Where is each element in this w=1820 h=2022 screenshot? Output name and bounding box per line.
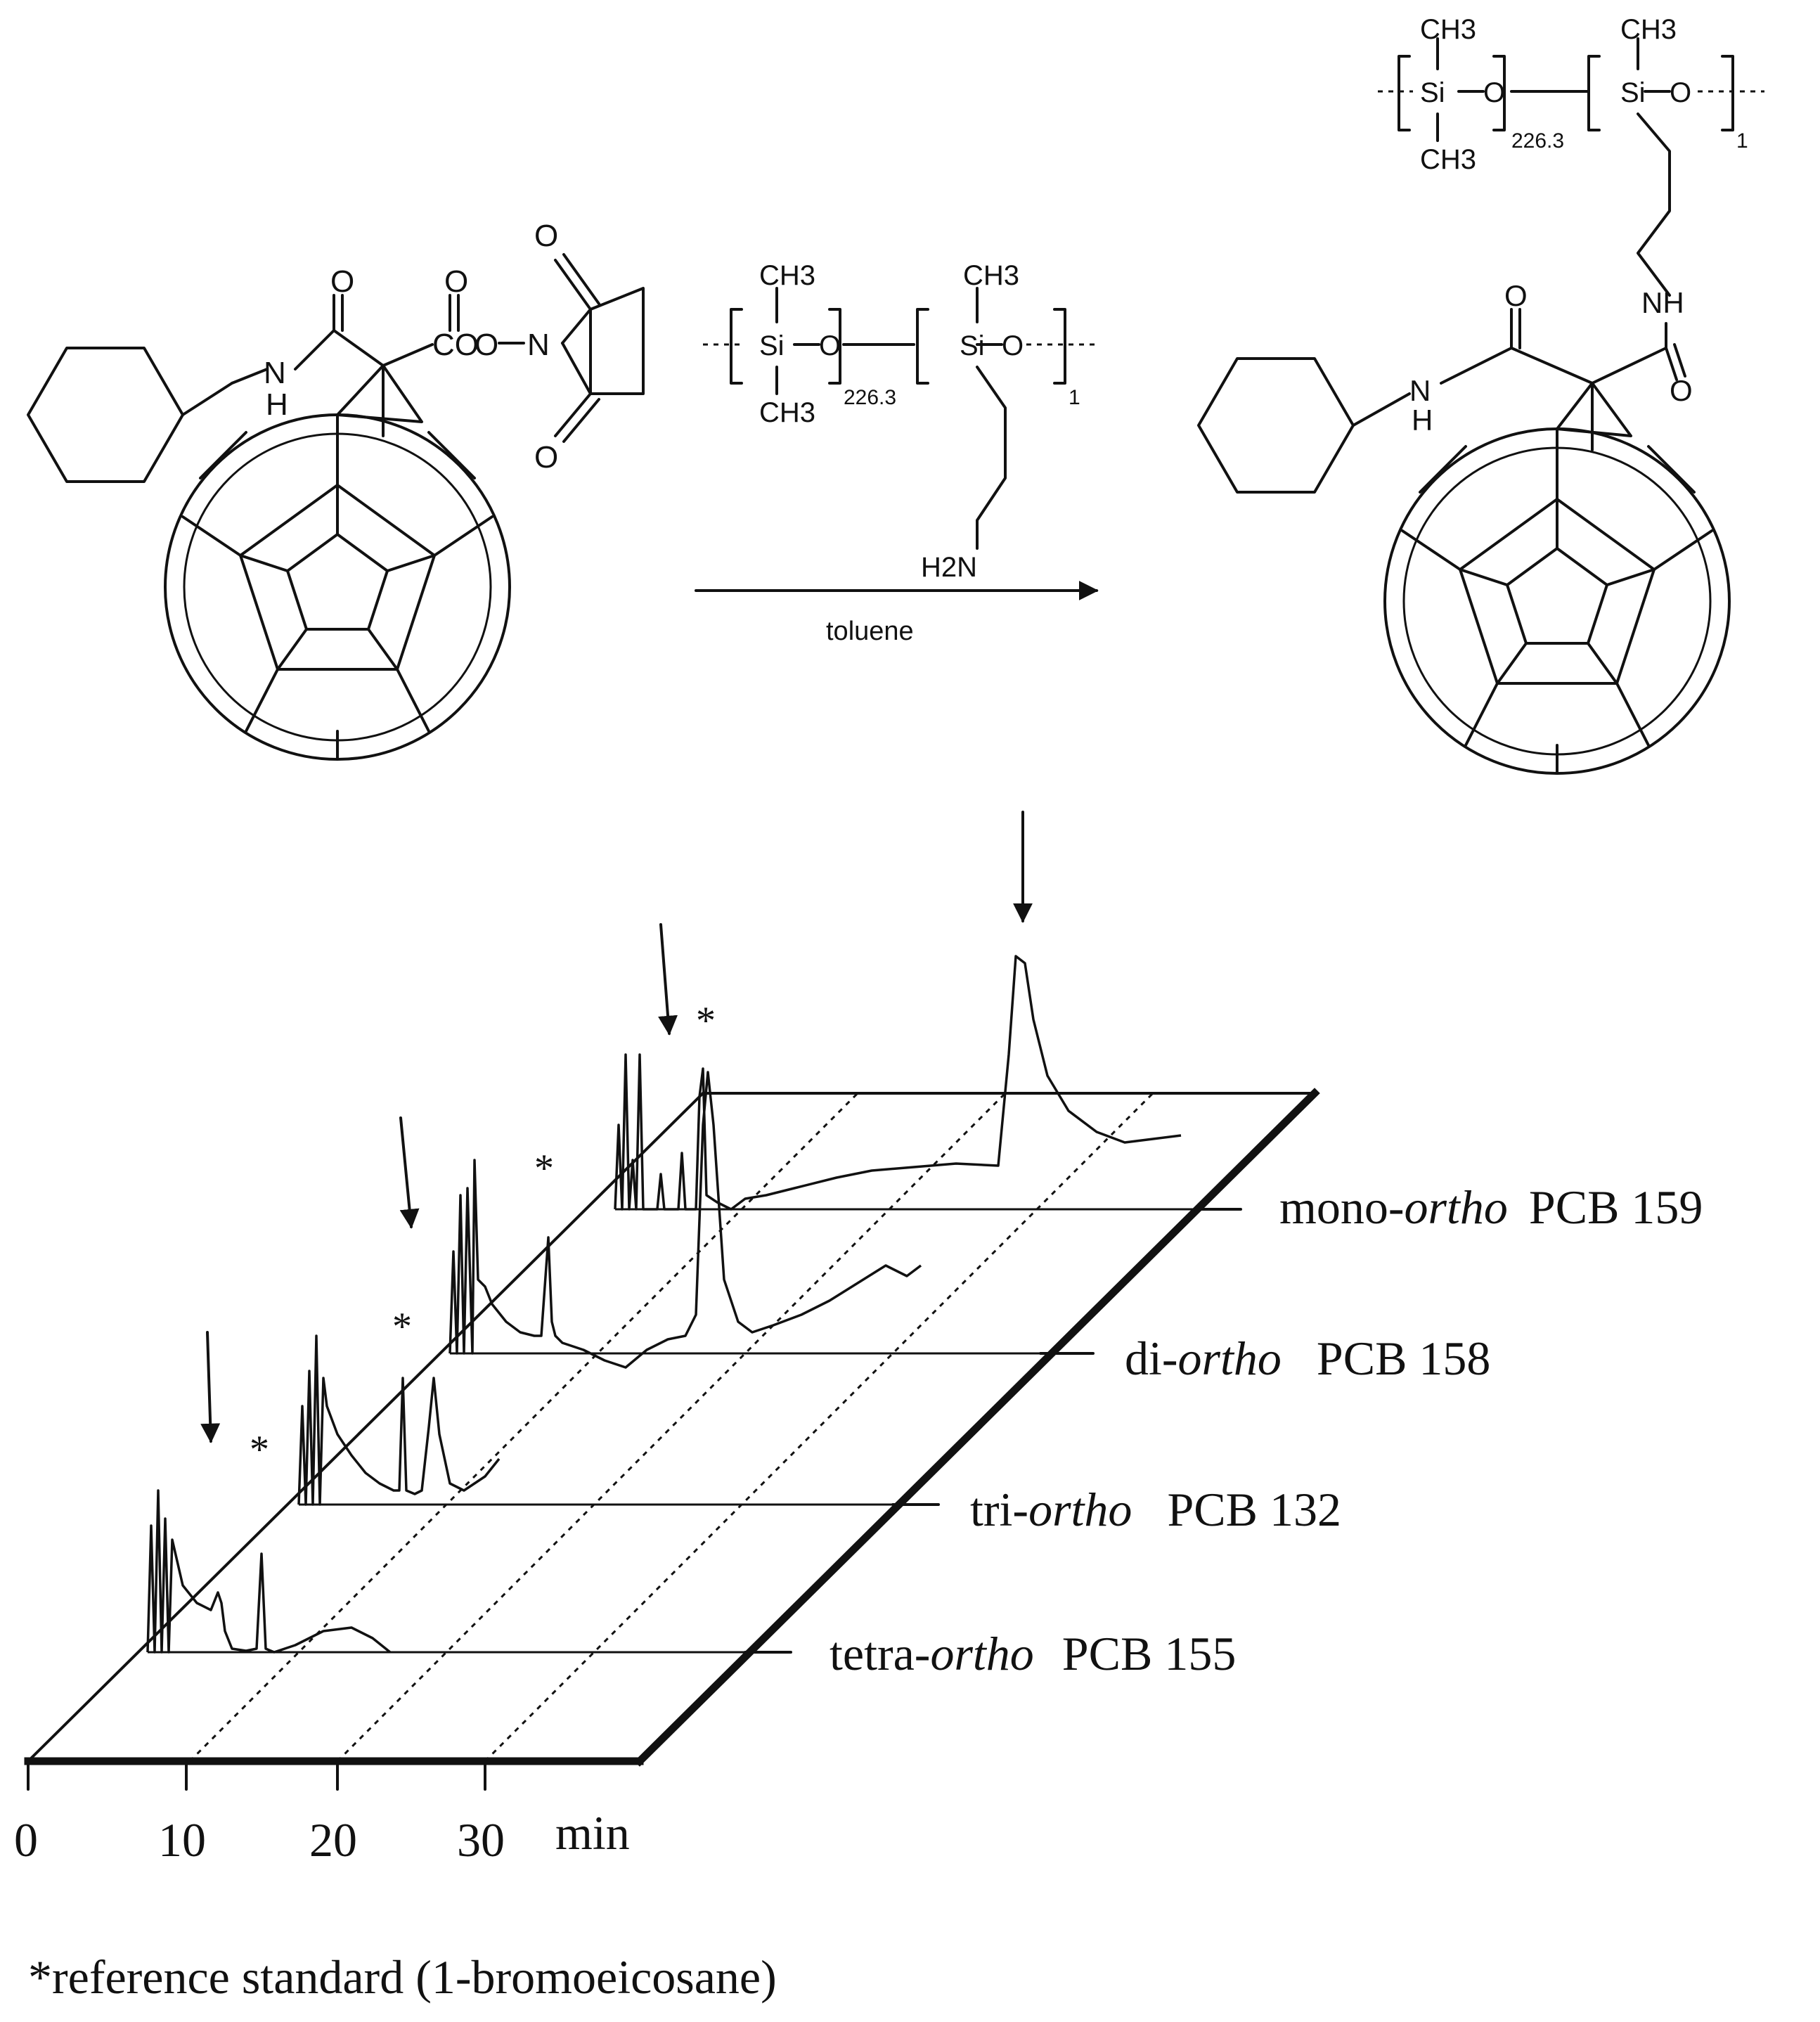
product-ch3-top: CH3 (1420, 14, 1476, 45)
reagent-si: Si (759, 330, 785, 361)
peak-arrows (200, 811, 1033, 1443)
reference-footnote: *reference standard (1-bromoeicosane) (28, 1950, 777, 2004)
product-ch3-bottom: CH3 (1420, 144, 1476, 175)
product-nh-h: H (1412, 404, 1433, 437)
product-amide-nh: NH (1641, 286, 1684, 319)
reactant-nh-label: N (264, 356, 286, 390)
cyclopropane-bridge (336, 364, 423, 437)
product-nh-label: N (1409, 374, 1431, 407)
reactant-ester-link-o: O (475, 328, 498, 362)
reagent-ch3-bottom: CH3 (759, 397, 815, 428)
trace-mono-ortho (614, 955, 1182, 1211)
reactant-succinimide-o-top: O (534, 219, 558, 253)
ref-marker-tri: * (392, 1305, 412, 1348)
product-repeat-m: 1 (1736, 129, 1748, 153)
product-amide-o-left: O (1504, 279, 1528, 312)
time-axis: 0 10 20 30 min (14, 1760, 630, 1867)
ref-marker-tetra: * (250, 1428, 269, 1472)
plot-frame (24, 1088, 1320, 1767)
tick-label-10: 10 (158, 1813, 206, 1867)
reagent-ch3-top: CH3 (759, 260, 815, 291)
trace-tri-ortho (297, 1334, 501, 1506)
product-si: Si (1420, 77, 1445, 108)
trace-tetra-ortho (146, 1489, 392, 1654)
reactant-nh-h: H (266, 387, 288, 422)
reactant-structure: O O N H CO O N O O (27, 219, 645, 761)
reaction-condition: toluene (826, 617, 914, 646)
reagent-ch3-top-2: CH3 (963, 260, 1019, 291)
arrow-di (658, 923, 678, 1036)
reagent-repeat-m: 1 (1069, 386, 1080, 409)
product-si-2: Si (1620, 77, 1646, 108)
tick-label-30: 30 (457, 1813, 505, 1867)
reagent-o-2: O (1002, 330, 1024, 361)
tick-label-20: 20 (309, 1813, 357, 1867)
product-structure: CH3 Si O CH3 226.3 CH3 Si O 1 (1197, 14, 1764, 775)
ref-marker-di: * (534, 1147, 554, 1190)
product-repeat-n: 226.3 (1511, 129, 1564, 153)
cyclohexyl-ring (27, 347, 184, 483)
product-o-2: O (1670, 77, 1691, 108)
reagent-amine: H2N (921, 552, 977, 583)
reagent-si-2: Si (960, 330, 985, 361)
reactant-succinimide-n: N (527, 328, 550, 362)
product-amide-o-right: O (1670, 374, 1693, 407)
tick-label-0: 0 (14, 1813, 38, 1867)
ref-marker-mono: * (696, 999, 716, 1043)
reactant-amide-o: O (330, 264, 354, 299)
reference-markers: * * * * (250, 999, 716, 1472)
fullerene-cage-right (1383, 427, 1731, 775)
product-ch3-top-2: CH3 (1620, 14, 1677, 45)
reagent-o: O (819, 330, 841, 361)
arrow-tri (399, 1116, 420, 1229)
reaction-arrow: toluene (695, 581, 1099, 646)
trace-di-ortho (448, 1071, 922, 1369)
reactant-succinimide-o-bottom: O (534, 440, 558, 475)
arrow-tetra (200, 1331, 221, 1443)
fullerene-cage-left (164, 413, 511, 761)
time-axis-unit: min (555, 1806, 630, 1860)
reagent-repeat-n: 226.3 (844, 386, 896, 409)
product-o: O (1483, 77, 1505, 108)
reactant-ester-o: O (444, 264, 468, 299)
reactant-ester-co: CO (432, 328, 479, 362)
reagent-structure: CH3 Si O CH3 226.3 CH3 Si O 1 H2N (703, 260, 1097, 583)
